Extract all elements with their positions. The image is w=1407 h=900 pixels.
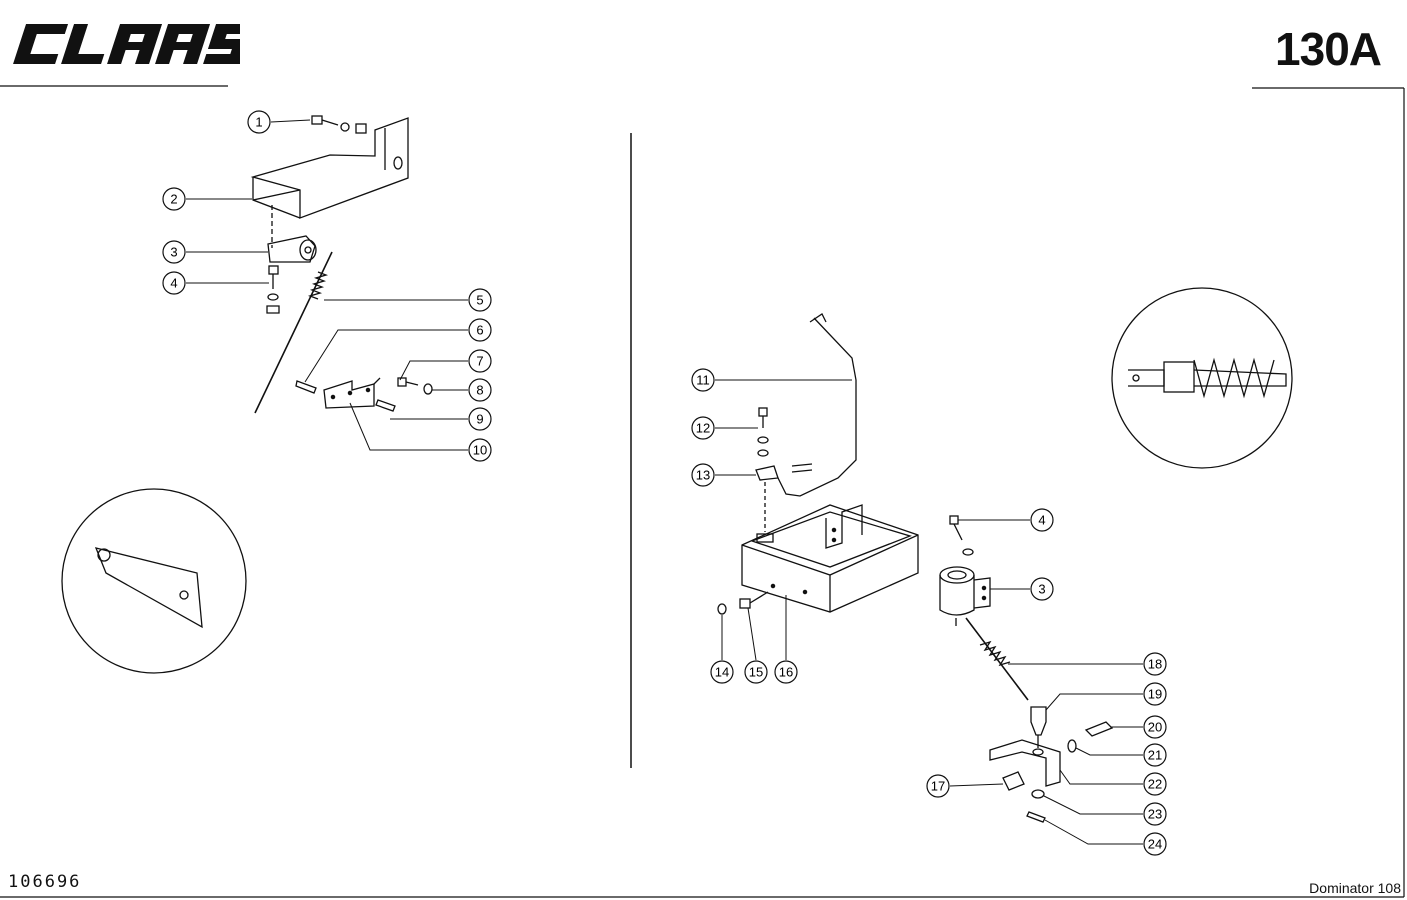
svg-text:19: 19 (1148, 687, 1162, 702)
svg-text:15: 15 (749, 665, 763, 680)
callout-right-11: 11 (691, 368, 715, 392)
svg-text:4: 4 (170, 276, 177, 291)
callout-right-17: 17 (926, 774, 950, 798)
svg-text:22: 22 (1148, 777, 1162, 792)
callout-left-1: 1 (247, 110, 271, 134)
callout-left-7: 7 (468, 349, 492, 373)
callout-left-5: 5 (468, 288, 492, 312)
svg-text:17: 17 (931, 779, 945, 794)
callout-right-14: 14 (710, 660, 734, 684)
callout-right-18: 18 (1143, 652, 1167, 676)
svg-text:4: 4 (1038, 513, 1045, 528)
callout-left-3: 3 (162, 240, 186, 264)
callout-right-15: 15 (744, 660, 768, 684)
svg-text:1: 1 (255, 115, 262, 130)
callout-left-6: 6 (468, 318, 492, 342)
page-number: 130A (1275, 23, 1382, 75)
callout-right-24: 24 (1143, 832, 1167, 856)
callout-right-12: 12 (691, 416, 715, 440)
callout-right-3: 3 (1030, 577, 1054, 601)
svg-text:18: 18 (1148, 657, 1162, 672)
right-assembly (715, 287, 1293, 845)
svg-text:12: 12 (696, 421, 710, 436)
callout-right-16: 16 (774, 660, 798, 684)
svg-text:11: 11 (696, 373, 710, 388)
callouts: 1 2 3 4 5 6 7 8 9 10 11 12 13 4 3 14 15 … (162, 110, 1167, 856)
claas-logo (13, 24, 240, 64)
callout-left-2: 2 (162, 187, 186, 211)
callout-left-8: 8 (468, 378, 492, 402)
svg-text:14: 14 (715, 665, 729, 680)
svg-text:16: 16 (779, 665, 793, 680)
svg-text:3: 3 (170, 245, 177, 260)
svg-text:13: 13 (696, 468, 710, 483)
machine-model: Dominator 108 (1309, 880, 1401, 896)
callout-right-19: 19 (1143, 682, 1167, 706)
svg-text:5: 5 (476, 293, 483, 308)
callout-right-20: 20 (1143, 715, 1167, 739)
callout-right-4: 4 (1030, 508, 1054, 532)
svg-text:3: 3 (1038, 582, 1045, 597)
svg-text:24: 24 (1148, 837, 1162, 852)
callout-left-4: 4 (162, 271, 186, 295)
svg-text:23: 23 (1148, 807, 1162, 822)
callout-left-9: 9 (468, 407, 492, 431)
svg-text:9: 9 (476, 412, 483, 427)
svg-text:8: 8 (476, 383, 483, 398)
callout-left-10: 10 (468, 438, 492, 462)
svg-text:6: 6 (476, 323, 483, 338)
callout-right-13: 13 (691, 463, 715, 487)
svg-text:20: 20 (1148, 720, 1162, 735)
callout-right-23: 23 (1143, 802, 1167, 826)
svg-text:2: 2 (170, 192, 177, 207)
callout-right-22: 22 (1143, 772, 1167, 796)
left-assembly (61, 115, 468, 674)
svg-text:10: 10 (473, 443, 487, 458)
callout-right-21: 21 (1143, 743, 1167, 767)
svg-text:21: 21 (1148, 748, 1162, 763)
document-id: 106696 (8, 872, 82, 892)
svg-text:7: 7 (476, 354, 483, 369)
